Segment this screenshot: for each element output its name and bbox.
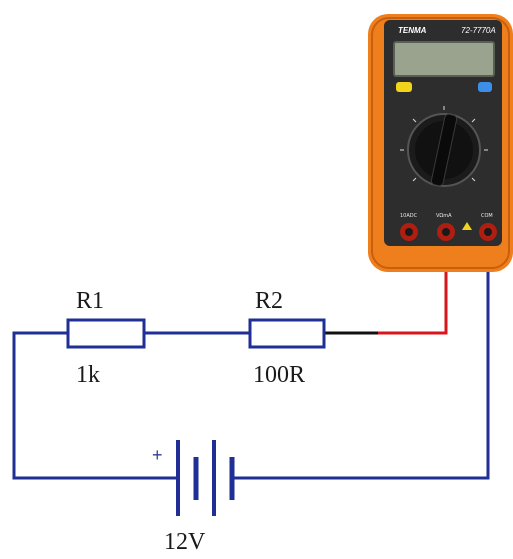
battery-plus-sign: +	[152, 445, 163, 465]
jack-10a	[400, 223, 418, 241]
meter-body-shade	[371, 17, 510, 269]
dial-pointer	[430, 113, 458, 187]
r1-value: 1k	[76, 362, 100, 388]
r1-label: R1	[76, 288, 105, 314]
warning-triangle	[462, 222, 472, 230]
r2-resistor	[248, 318, 326, 349]
com-wire	[234, 234, 490, 480]
r1-resistor	[66, 318, 146, 349]
dial-ticks	[400, 106, 488, 182]
jack-label-10a: 10ADC	[400, 213, 418, 219]
left-wire	[12, 331, 178, 480]
multimeter	[368, 14, 513, 272]
jack-com	[479, 223, 497, 241]
meter-screen	[393, 41, 495, 77]
circuit-wires	[12, 234, 490, 480]
backlight-button	[478, 82, 492, 92]
r2-value: 100R	[253, 362, 306, 388]
battery-symbol	[176, 440, 235, 516]
jack-label-com: COM	[481, 213, 493, 219]
hold-button	[396, 82, 412, 92]
battery-value: 12V	[164, 529, 206, 555]
meter-model: 72-7770A	[461, 26, 496, 35]
jack-label-vohm: VΩmA	[436, 213, 452, 219]
r2-label: R2	[255, 288, 284, 314]
meter-brand: TENMA	[398, 26, 427, 35]
jack-vohm	[437, 223, 455, 241]
